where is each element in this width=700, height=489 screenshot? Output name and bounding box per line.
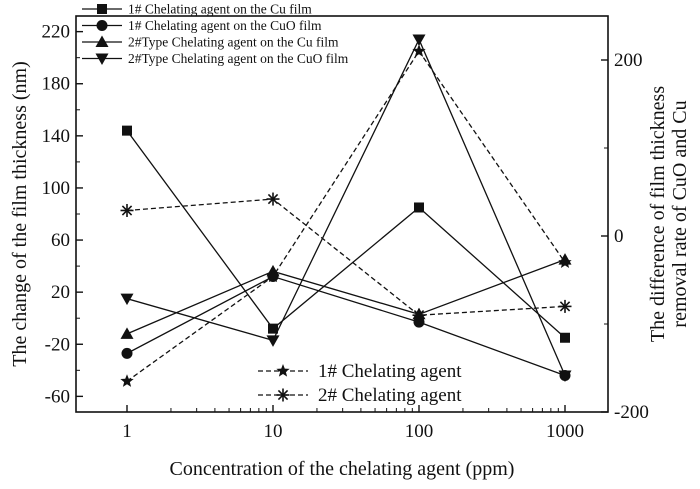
y-right-tick-label: 200 bbox=[614, 50, 643, 71]
data-point bbox=[560, 332, 570, 343]
data-point bbox=[412, 44, 426, 57]
y-right-tick-label: -200 bbox=[614, 402, 649, 423]
y-left-tick-label: 20 bbox=[51, 282, 70, 303]
legend-label: 1# Chelating agent bbox=[318, 361, 462, 382]
y-left-tick-label: 220 bbox=[42, 22, 71, 43]
data-point bbox=[413, 316, 425, 328]
data-point bbox=[120, 327, 134, 339]
data-point bbox=[120, 293, 134, 306]
x-tick-label: 1000 bbox=[546, 421, 584, 442]
legend-bottom: 1# Chelating agent 2# Chelating agent bbox=[258, 361, 462, 406]
data-point bbox=[121, 347, 133, 359]
data-point bbox=[558, 299, 572, 313]
data-point-stroke bbox=[267, 193, 279, 205]
y-axis-title-left: The change of the film thickness (nm) bbox=[9, 61, 31, 366]
legend-label: 1# Chelating agent on the CuO film bbox=[128, 18, 322, 33]
series-line bbox=[126, 198, 566, 316]
data-point bbox=[120, 374, 134, 387]
series-5 bbox=[120, 44, 572, 387]
y-right-tick-label: 0 bbox=[614, 226, 624, 247]
data-point bbox=[266, 192, 280, 206]
data-point bbox=[120, 203, 134, 217]
legend-marker bbox=[276, 364, 290, 377]
legend-marker-stroke bbox=[277, 389, 289, 401]
legend-label: 1# Chelating agent on the Cu film bbox=[128, 2, 312, 17]
data-point bbox=[412, 34, 426, 46]
legend-label: 2# Chelating agent bbox=[318, 385, 462, 406]
x-tick-label: 10 bbox=[264, 421, 283, 442]
series-1 bbox=[122, 125, 570, 343]
y-left-tick-label: 140 bbox=[42, 126, 71, 147]
legend-label: 2#Type Chelating agent on the CuO film bbox=[128, 51, 349, 66]
legend-marker bbox=[97, 4, 107, 14]
plot-area-frame bbox=[75, 15, 609, 413]
axis-ticks: 1 10 100 1000 -60 -20 20 60 100 140 180 220 -200 0 200 bbox=[42, 22, 649, 442]
data-point bbox=[558, 255, 572, 269]
data-point-stroke bbox=[413, 310, 425, 321]
data-point bbox=[558, 370, 572, 383]
series-6 bbox=[120, 192, 572, 322]
y-axis-title-right-line1: The difference of film thickness bbox=[647, 86, 669, 342]
series-line bbox=[126, 275, 566, 377]
y-axis-title-right-line2: removal rate of CuO and Cu bbox=[669, 100, 691, 327]
y-left-tick-label: -20 bbox=[45, 334, 70, 355]
data-point bbox=[268, 323, 278, 334]
series-3 bbox=[120, 253, 572, 339]
y-left-tick-label: 100 bbox=[42, 178, 71, 199]
data-point bbox=[266, 269, 280, 283]
data-point-stroke bbox=[121, 205, 133, 216]
series-line bbox=[126, 258, 566, 335]
legend-label: 2#Type Chelating agent on the Cu film bbox=[128, 35, 339, 50]
series-line bbox=[126, 130, 566, 339]
y-left-tick-label: -60 bbox=[45, 386, 70, 407]
series-4 bbox=[120, 34, 572, 383]
x-axis-title: Concentration of the chelating agent (pp… bbox=[170, 458, 515, 480]
legend-marker bbox=[96, 20, 108, 31]
data-point bbox=[266, 335, 280, 347]
y-left-tick-label: 180 bbox=[42, 74, 71, 95]
series-line bbox=[126, 50, 566, 382]
series-layer bbox=[120, 34, 572, 387]
y-left-tick-label: 60 bbox=[51, 230, 70, 251]
legend-marker bbox=[95, 35, 109, 47]
x-tick-label: 1 bbox=[122, 421, 132, 442]
data-point-stroke bbox=[559, 301, 571, 312]
legend-marker bbox=[276, 388, 290, 402]
legend-marker bbox=[95, 53, 109, 65]
data-point bbox=[414, 202, 424, 213]
x-tick-label: 100 bbox=[405, 421, 434, 442]
series-line bbox=[126, 37, 566, 376]
data-point bbox=[122, 125, 132, 136]
data-point bbox=[412, 308, 426, 322]
